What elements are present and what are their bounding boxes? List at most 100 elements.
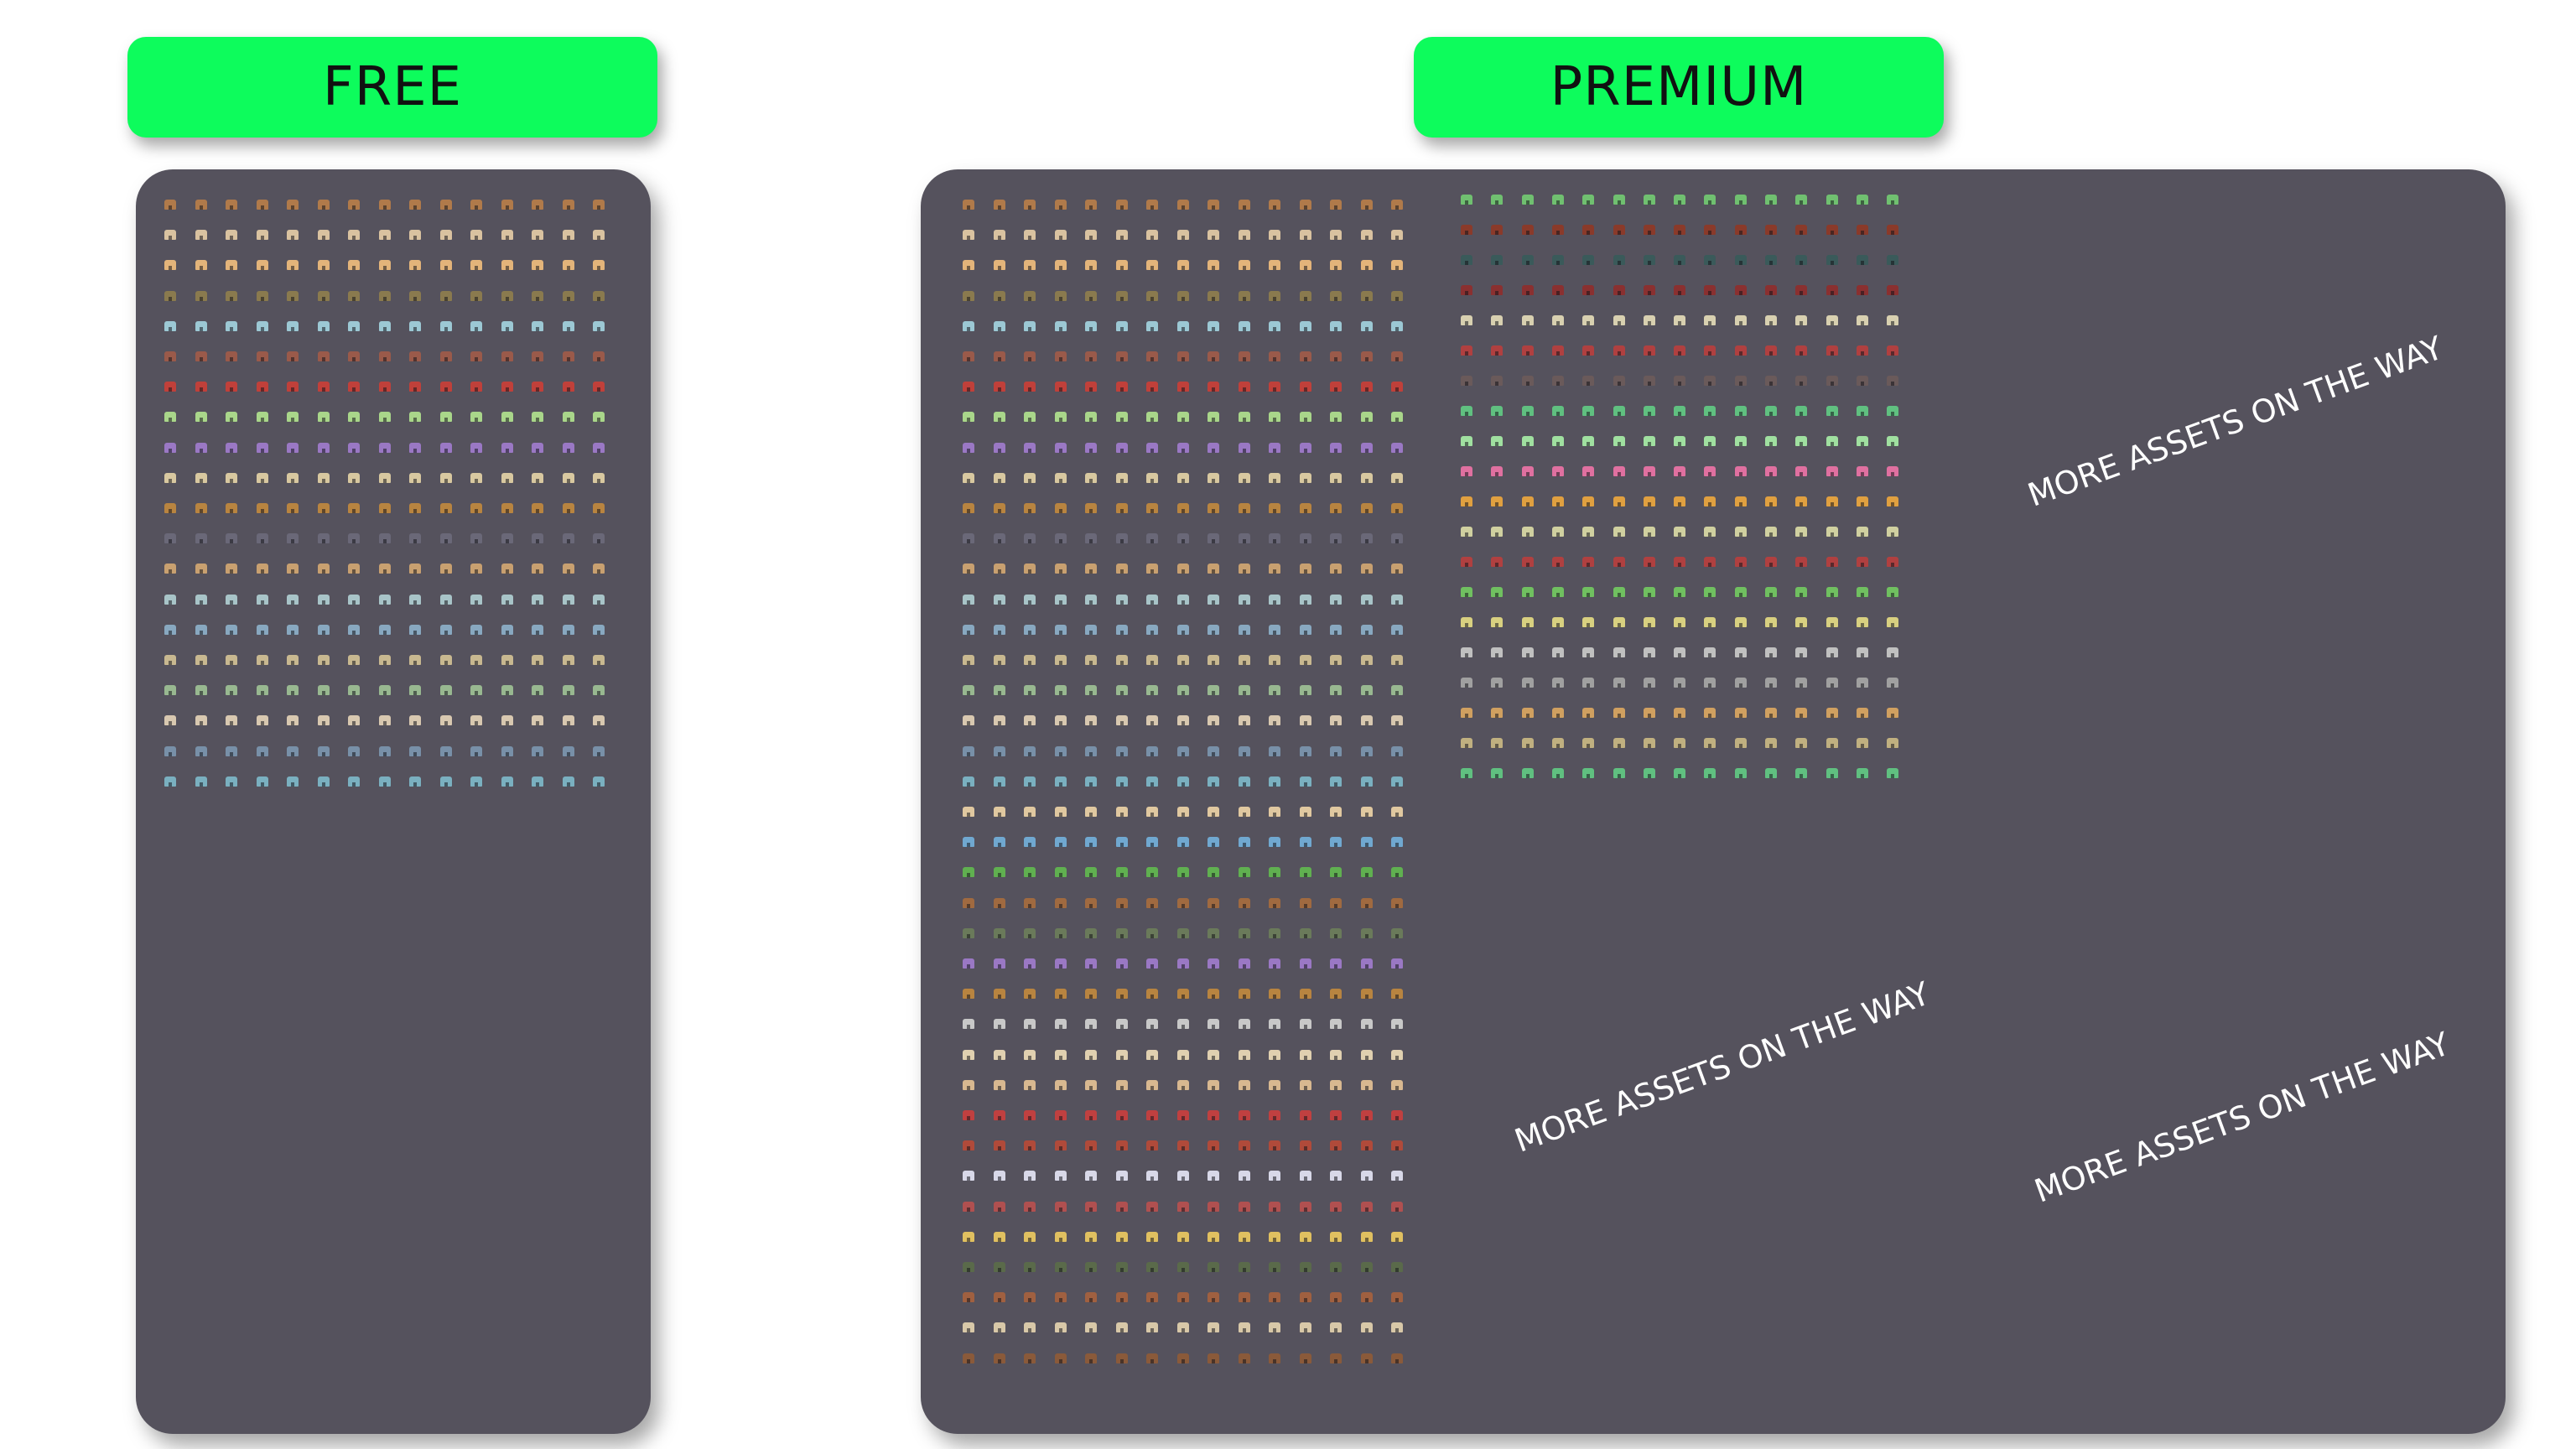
sprite-tile — [1238, 382, 1250, 392]
sprite-tile — [1054, 351, 1067, 361]
sprite-tile — [1176, 715, 1189, 726]
sprite-tile — [1461, 406, 1472, 416]
sprite-tile — [439, 624, 452, 635]
sprite-tile — [1582, 738, 1595, 748]
sprite-tile — [1176, 867, 1189, 878]
sprite-tile — [1176, 200, 1189, 210]
sprite-tile — [409, 776, 421, 787]
sprite-tile — [1826, 376, 1838, 386]
sprite-tile — [1085, 1110, 1097, 1120]
sprite-tile — [287, 412, 299, 423]
sprite-tile — [1795, 345, 1808, 356]
sprite-tile — [562, 351, 574, 361]
sprite-tile — [1024, 776, 1036, 787]
sprite-tile — [1146, 412, 1158, 423]
sprite-tile — [1115, 1353, 1128, 1363]
sprite-tile — [1551, 557, 1564, 567]
sprite-tile — [1391, 472, 1403, 483]
sprite-tile — [1360, 200, 1373, 210]
sprite-tile — [1360, 655, 1373, 665]
sprite-tile — [1330, 1353, 1342, 1363]
sprite-tile — [409, 564, 421, 574]
sprite-tile — [1360, 927, 1373, 938]
sprite-tile — [348, 320, 360, 331]
sprite-tile — [1299, 1322, 1311, 1333]
sprite-tile — [1146, 382, 1158, 392]
sprite-tile — [317, 594, 330, 605]
sprite-tile — [226, 533, 237, 544]
sprite-tile — [470, 776, 482, 787]
sprite-tile — [1115, 200, 1128, 210]
sprite-tile — [409, 472, 421, 483]
sprite-tile — [1208, 200, 1219, 210]
sprite-tile — [1643, 285, 1655, 295]
sprite-tile — [1734, 527, 1747, 537]
sprite-tile — [1887, 406, 1899, 416]
sprite-tile — [993, 715, 1005, 726]
sprite-tile — [963, 1049, 974, 1060]
sprite-tile — [1238, 715, 1250, 726]
sprite-tile — [1360, 320, 1373, 331]
sprite-tile — [1054, 290, 1067, 301]
sprite-tile — [439, 776, 452, 787]
sprite-tile — [1330, 564, 1342, 574]
sprite-tile — [164, 745, 176, 756]
sprite-tile — [532, 715, 543, 726]
sprite-tile — [226, 200, 237, 210]
sprite-tile — [963, 1353, 974, 1363]
sprite-tile — [226, 685, 237, 696]
sprite-tile — [1521, 255, 1534, 265]
sprite-tile — [1176, 1231, 1189, 1242]
sprite-tile — [1146, 685, 1158, 696]
sprite-tile — [1330, 382, 1342, 392]
sprite-tile — [1238, 442, 1250, 453]
sprite-tile — [1856, 587, 1868, 597]
sprite-tile — [1208, 1201, 1219, 1212]
sprite-tile — [1613, 738, 1625, 748]
sprite-tile — [195, 745, 207, 756]
sprite-tile — [993, 1019, 1005, 1030]
sprite-tile — [1765, 225, 1777, 235]
sprite-tile — [1360, 776, 1373, 787]
sprite-tile — [348, 200, 360, 210]
sprite-tile — [1795, 225, 1808, 235]
sprite-tile — [1269, 1171, 1280, 1182]
sprite-tile — [1887, 557, 1899, 567]
sprite-tile — [1704, 738, 1716, 748]
sprite-tile — [195, 200, 207, 210]
sprite-tile — [1887, 225, 1899, 235]
sprite-tile — [439, 230, 452, 241]
sprite-tile — [439, 351, 452, 361]
sprite-tile — [1360, 897, 1373, 908]
sprite-tile — [1613, 557, 1625, 567]
sprite-tile — [1734, 587, 1747, 597]
sprite-tile — [1024, 715, 1036, 726]
sprite-tile — [1115, 503, 1128, 513]
sprite-tile — [1795, 436, 1808, 446]
sprite-tile — [501, 260, 513, 271]
sprite-tile — [409, 230, 421, 241]
sprite-tile — [1085, 320, 1097, 331]
sprite-tile — [1115, 837, 1128, 848]
sprite-tile — [562, 745, 574, 756]
sprite-tile — [256, 230, 268, 241]
sprite-tile — [1582, 376, 1595, 386]
sprite-tile — [287, 594, 299, 605]
sprite-tile — [1085, 927, 1097, 938]
sprite-tile — [1208, 1049, 1219, 1060]
sprite-tile — [1085, 837, 1097, 848]
sprite-tile — [1491, 436, 1504, 446]
sprite-tile — [562, 290, 574, 301]
sprite-tile — [1360, 1353, 1373, 1363]
sprite-tile — [1208, 594, 1219, 605]
sprite-tile — [1115, 685, 1128, 696]
sprite-tile — [1208, 776, 1219, 787]
sprite-tile — [1887, 436, 1899, 446]
sprite-tile — [378, 290, 391, 301]
sprite-tile — [378, 442, 391, 453]
sprite-tile — [562, 382, 574, 392]
sprite-tile — [1674, 225, 1686, 235]
sprite-tile — [1856, 557, 1868, 567]
sprite-tile — [1795, 617, 1808, 627]
sprite-tile — [562, 230, 574, 241]
